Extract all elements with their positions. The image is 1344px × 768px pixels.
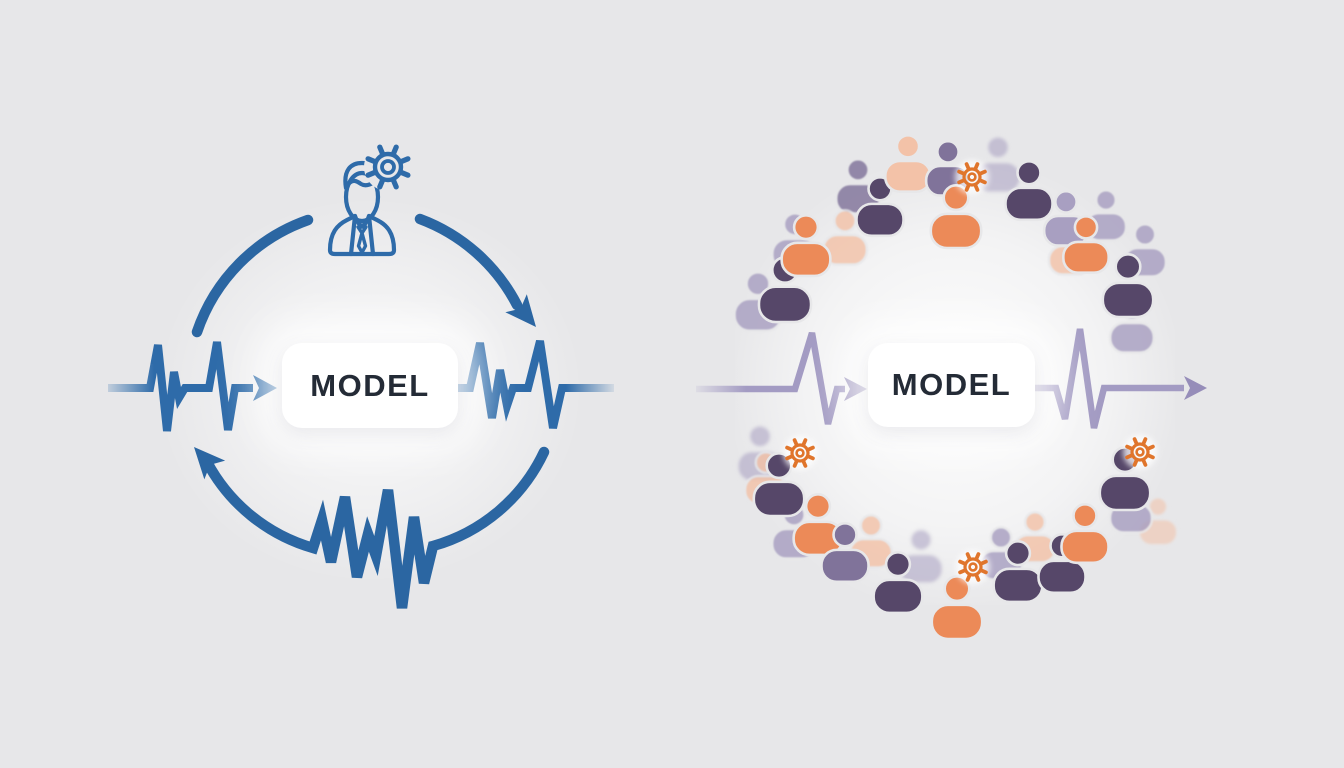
crowd-gears <box>783 160 1157 584</box>
gear-icon <box>364 143 412 191</box>
tie <box>356 225 368 255</box>
output-waveform-icon <box>452 340 614 429</box>
crowd-person-icon <box>780 213 832 278</box>
crowd-person-icon <box>930 575 984 641</box>
input-arrowhead-icon <box>253 375 277 401</box>
model-label: MODEL <box>891 367 1012 402</box>
gear-icon <box>783 436 817 470</box>
cycle-arc-bottom-with-feedback-waveform <box>201 446 550 609</box>
input-fade <box>688 366 746 412</box>
input-arrowhead-icon <box>844 377 867 401</box>
crowd-person-icon <box>792 492 844 557</box>
crowd-person-icon <box>752 452 806 518</box>
head <box>343 170 381 224</box>
input-waveform-icon <box>108 341 253 432</box>
gear-icon <box>1123 435 1157 469</box>
model-label: MODEL <box>310 367 430 403</box>
model-box-left: MODEL <box>282 343 458 428</box>
gear-icon <box>956 550 990 584</box>
output-arrowhead-icon <box>1184 376 1207 400</box>
output-fade <box>566 364 620 412</box>
person-with-gear-icon <box>327 143 412 257</box>
cycle-arc-top-left <box>191 214 314 338</box>
left-feedback-loop <box>96 143 620 609</box>
crowd-person-icon <box>872 550 924 615</box>
lapel-right <box>366 213 376 257</box>
crowd-person-icon <box>855 175 905 238</box>
crowd-person-icon <box>1060 502 1110 565</box>
input-waveform-icon <box>696 332 845 425</box>
right-feedback-loop <box>688 133 1207 641</box>
model-box-right: MODEL <box>868 343 1035 427</box>
output-waveform-icon <box>1035 328 1184 429</box>
cycle-arrowhead-left-icon <box>194 447 226 480</box>
crowd-person-icon <box>820 521 870 584</box>
crowd-person-icon <box>992 539 1044 604</box>
crowd-person-icon <box>884 133 932 194</box>
cycle-arc-top-right <box>414 213 523 311</box>
lapel-left <box>348 213 358 257</box>
cycle-arrowhead-right-icon <box>505 294 536 327</box>
crowd-person-icon <box>1101 253 1155 319</box>
crowd-person-icon <box>1062 214 1110 275</box>
gear-icon <box>955 160 989 194</box>
crowd-person-icon <box>1004 159 1054 222</box>
crowd-circle <box>733 133 1179 641</box>
crowd-person-icon <box>929 184 983 250</box>
input-fade <box>96 364 154 412</box>
